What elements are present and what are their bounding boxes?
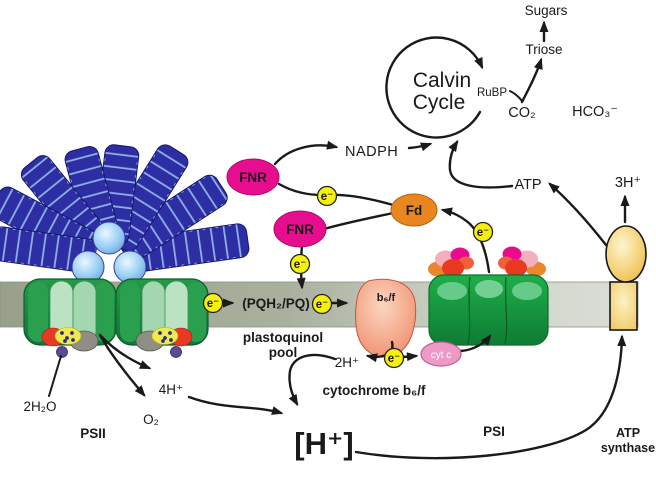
cytochrome-b6f-label: cytochrome b₆/f [323,383,426,398]
atp-label: ATP [514,177,541,193]
atp-synthase-label-line2: synthase [601,441,655,455]
psi-label: PSI [483,424,505,439]
electron-circle [311,293,333,315]
electron-label: e⁻ [294,259,306,271]
oxygen-evolving-complex-1 [41,327,99,358]
electron-circle [202,292,224,314]
cytochrome-b6f-complex [355,278,417,358]
fnr-label-2: FNR [286,222,314,237]
arrow-psi-to-fd [440,207,491,274]
fd-label: Fd [406,203,423,218]
nadph-label: NADPH [345,144,398,160]
three-h-label: 3H⁺ [615,175,641,191]
arrow-atp-to-calvin [448,139,514,189]
fnr-ellipse-1 [226,158,280,196]
electron-label: e⁻ [207,298,219,310]
rubp-label: RuBP [477,87,507,99]
water-label: 2H₂O [24,399,57,414]
phycobilisome-core-sphere [71,250,105,284]
electron-circle [289,253,311,275]
atp-synthase-complex [605,225,647,331]
psi-antenna-cluster-2 [498,246,546,277]
electron-label: e⁻ [477,227,489,239]
phycobilisome-antenna [0,144,250,284]
arrow-fnr-to-nadph [273,140,339,166]
line-fd-to-fnr2 [322,211,395,231]
electron-label: e⁻ [388,353,400,365]
psi-complex [428,246,549,346]
triose-label: Triose [525,42,562,57]
co2-label: CO₂ [508,105,535,121]
cytc-label: cyt c [431,350,452,361]
psii-label: PSII [80,426,106,441]
arrow-nadph-to-calvin [407,142,433,152]
arrow-2h-to-hgradient [288,353,337,407]
phycobilisome-core-sphere [92,221,126,255]
arrow-hgradient-to-synthase [354,334,627,460]
atp-synthase-label-line1: ATP [616,426,640,440]
electron-circle [383,347,405,369]
arrow-co2-to-triose [520,57,543,104]
fnr-label-1: FNR [239,170,267,185]
electron-label: e⁻ [321,191,333,203]
pq-pool-label: (PQH₂/PQ) [242,296,310,311]
electron-circle [316,185,338,207]
calvin-cycle-label-line2: Cycle [413,91,466,114]
calvin-cycle-circle-arrow [385,36,484,139]
arrow-psii-to-4h [98,333,152,370]
plastoquinol-label-line2: pool [269,345,298,360]
arrow-b6f-to-cytc [401,352,419,362]
carrier-proteins: FNR FNR Fd cyt c [226,158,462,367]
two-h-label: 2H⁺ [335,355,359,370]
phycobilisome-core-sphere [113,250,147,284]
line-water-to-psii [48,355,62,397]
calvin-cycle-label-line1: Calvin [413,69,471,92]
psii-complex [23,278,209,346]
o2-label: O₂ [143,412,159,427]
arrow-synthase-to-atp [548,182,608,247]
hco3-label: HCO₃⁻ [572,104,618,120]
electron-tokens: e⁻ e⁻ e⁻ e⁻ e⁻ e⁻ [202,185,494,369]
oxygen-evolving-complex-2 [135,327,193,358]
fd-ellipse [390,193,438,227]
sugars-label: Sugars [525,3,568,18]
arrow-psii-to-o2 [98,333,146,397]
connector-rubp [509,90,523,102]
psi-antenna-cluster-1 [428,247,474,277]
arrow-4h-to-hgradient [187,395,284,415]
arrow-cytc-to-psi [459,334,492,353]
fnr-ellipse-2 [273,210,327,248]
b6f-label: b₆/f [377,292,396,304]
electron-label: e⁻ [316,299,328,311]
cytc-ellipse [420,341,462,367]
electron-circle [472,221,494,243]
proton-gradient-label: [H⁺] [294,426,353,461]
plastoquinol-label-line1: plastoquinol [243,330,323,345]
text-labels: Sugars Triose Calvin Cycle RuBP CO₂ HCO₃… [24,3,656,461]
four-h-label: 4H⁺ [159,382,183,397]
